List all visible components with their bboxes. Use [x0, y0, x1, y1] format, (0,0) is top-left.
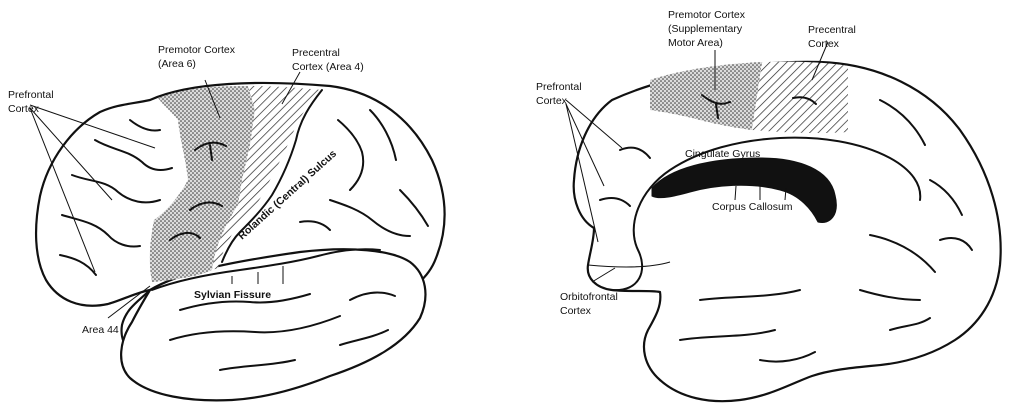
precentral-label-line1: Precentral: [292, 47, 340, 59]
sma-label-line3: Motor Area): [668, 37, 723, 49]
medial-prefrontal-label-line1: Prefrontal: [536, 81, 582, 93]
sma-label-line2: (Supplementary: [668, 23, 743, 35]
prefrontal-label-line2: Cortex: [8, 103, 40, 115]
area-44-label: Area 44: [82, 324, 119, 336]
medial-precentral-label-line1: Precentral: [808, 24, 856, 36]
lateral-brain-view: Premotor Cortex (Area 6) Precentral Cort…: [8, 44, 445, 400]
orbitofrontal-label-line1: Orbitofrontal: [560, 291, 618, 303]
orbitofrontal-label-line2: Cortex: [560, 305, 592, 317]
sma-label-line1: Premotor Cortex: [668, 9, 746, 21]
premotor-label-line2: (Area 6): [158, 58, 196, 70]
cingulate-gyrus-label: Cingulate Gyrus: [685, 148, 760, 160]
premotor-label-line1: Premotor Cortex: [158, 44, 236, 56]
medial-precentral-label-line2: Cortex: [808, 38, 840, 50]
corpus-callosum-label: Corpus Callosum: [712, 201, 793, 213]
medial-brain-view: Premotor Cortex (Supplementary Motor Are…: [536, 9, 1001, 401]
prefrontal-label-line1: Prefrontal: [8, 89, 54, 101]
sylvian-fissure-label: Sylvian Fissure: [194, 289, 271, 301]
medial-prefrontal-label-line2: Cortex: [536, 95, 568, 107]
precentral-label-line2: Cortex (Area 4): [292, 61, 364, 73]
